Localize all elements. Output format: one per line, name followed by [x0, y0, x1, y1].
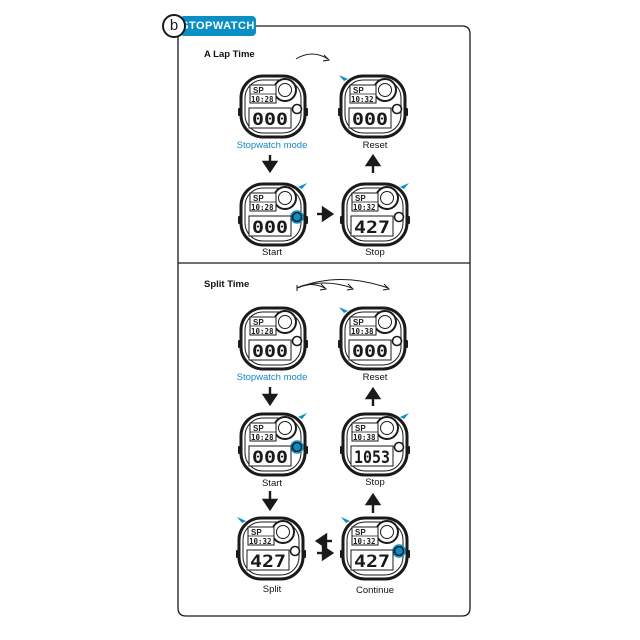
- split-time-title: Split Time: [204, 279, 250, 290]
- watch-time-readout: 10:32: [353, 537, 376, 546]
- watch-face: SP 10:28 000: [238, 74, 308, 139]
- lap-stopwatch-mode-label: Stopwatch mode: [236, 140, 308, 151]
- watch-split-split: SP 10:32 427: [236, 514, 306, 582]
- watch-time-readout: 10:38: [351, 327, 374, 336]
- watch-main-readout: 000: [252, 110, 288, 130]
- watch-main-readout: 000: [252, 448, 288, 468]
- watch-button: [393, 545, 405, 557]
- watch-button: [391, 335, 403, 347]
- split-stopwatch-mode-label: Stopwatch mode: [236, 372, 308, 383]
- lap-stop-label: Stop: [365, 247, 385, 258]
- watch-lap-stop: SP 10:32 427: [340, 180, 410, 248]
- lap-time-title: A Lap Time: [204, 49, 255, 60]
- watch-button: [291, 441, 303, 453]
- lap-start-label: Start: [261, 247, 283, 258]
- watch-face: SP 10:32 000: [338, 74, 408, 139]
- press-pointer-icon: [339, 75, 348, 81]
- watch-button: [291, 335, 303, 347]
- watch-face: SP 10:32 427: [340, 516, 410, 581]
- watch-split-start: SP 10:28 000: [238, 410, 308, 478]
- watch-main-readout: 1053: [354, 448, 390, 468]
- watch-face: SP 10:28 000: [238, 306, 308, 371]
- section-badge-letter: b: [162, 14, 186, 38]
- watch-button: [391, 103, 403, 115]
- split-continue-label: Continue: [355, 585, 395, 596]
- press-pointer-icon: [237, 517, 246, 523]
- watch-time-readout: 10:28: [251, 327, 274, 336]
- watch-mode-indicator: SP: [253, 424, 264, 433]
- split-split-label: Split: [262, 584, 282, 595]
- watch-mode-indicator: SP: [353, 86, 364, 95]
- watch-time-readout: 10:32: [249, 537, 272, 546]
- watch-mode-indicator: SP: [355, 528, 366, 537]
- watch-main-readout: 427: [250, 552, 286, 572]
- split-start-label: Start: [261, 478, 283, 489]
- watch-button: [291, 211, 303, 223]
- watch-main-readout: 000: [352, 110, 388, 130]
- watch-mode-indicator: SP: [355, 424, 366, 433]
- watch-face: SP 10:32 427: [236, 516, 306, 581]
- watch-button: [291, 103, 303, 115]
- watch-main-readout: 000: [352, 342, 388, 362]
- watch-mode-indicator: SP: [253, 318, 264, 327]
- watch-face: SP 10:38 000: [338, 306, 408, 371]
- watch-time-readout: 10:28: [251, 433, 274, 442]
- watch-mode-indicator: SP: [251, 528, 262, 537]
- watch-button: [289, 545, 301, 557]
- watch-button: [393, 211, 405, 223]
- watch-time-readout: 10:28: [251, 203, 274, 212]
- watch-lap-stopwatch-mode: SP 10:28 000: [238, 72, 308, 140]
- press-pointer-icon: [339, 307, 348, 313]
- watch-split-stop: SP 10:38 1053: [340, 410, 410, 478]
- press-pointer-icon: [400, 413, 409, 419]
- section-header-title: STOPWATCH: [180, 16, 256, 36]
- lap-flow-arrows: [261, 153, 382, 223]
- press-pointer-icon: [298, 413, 307, 419]
- watch-face: SP 10:32 427: [340, 182, 410, 247]
- watch-lap-reset: SP 10:32 000: [338, 72, 408, 140]
- watch-mode-indicator: SP: [253, 194, 264, 203]
- watch-mode-indicator: SP: [355, 194, 366, 203]
- press-pointer-icon: [400, 183, 409, 189]
- split-press-curve-arrows: [296, 279, 391, 291]
- watch-time-readout: 10:32: [353, 203, 376, 212]
- frame-border: [177, 25, 471, 617]
- press-pointer-icon: [298, 183, 307, 189]
- watch-mode-indicator: SP: [253, 86, 264, 95]
- press-pointer-icon: [341, 517, 350, 523]
- split-stop-label: Stop: [365, 477, 385, 488]
- lap-reset-label: Reset: [362, 140, 388, 151]
- watch-lap-start: SP 10:28 000: [238, 180, 308, 248]
- watch-button: [393, 441, 405, 453]
- watch-face: SP 10:28 000: [238, 182, 308, 247]
- watch-main-readout: 427: [354, 552, 390, 572]
- split-flow-arrows: [261, 386, 382, 562]
- split-reset-label: Reset: [362, 372, 388, 383]
- watch-time-readout: 10:38: [353, 433, 376, 442]
- watch-time-readout: 10:28: [251, 95, 274, 104]
- watch-split-stopwatch-mode: SP 10:28 000: [238, 304, 308, 372]
- watch-main-readout: 427: [354, 218, 390, 238]
- watch-main-readout: 000: [252, 218, 288, 238]
- watch-main-readout: 000: [252, 342, 288, 362]
- watch-face: SP 10:28 000: [238, 412, 308, 477]
- watch-split-reset: SP 10:38 000: [338, 304, 408, 372]
- watch-time-readout: 10:32: [351, 95, 374, 104]
- watch-split-continue: SP 10:32 427: [340, 514, 410, 582]
- watch-face: SP 10:38 1053: [340, 412, 410, 477]
- lap-press-curve-arrow: [295, 53, 329, 60]
- watch-mode-indicator: SP: [353, 318, 364, 327]
